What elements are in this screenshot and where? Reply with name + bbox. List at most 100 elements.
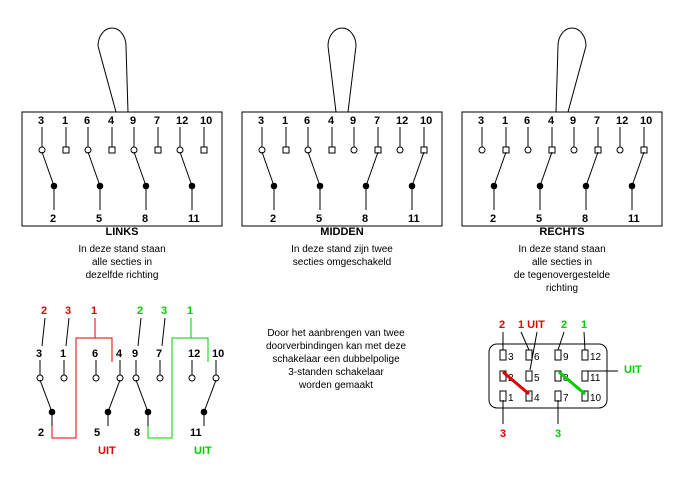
pin-socket — [581, 370, 589, 382]
position-title: MIDDEN — [320, 226, 363, 238]
pin-socket — [499, 349, 507, 361]
pin-label-top: 4 — [108, 115, 115, 127]
explanation-text: 3-standen schakelaar — [288, 367, 384, 378]
contact-blade — [107, 379, 121, 413]
pin-view-bottom-label: 3 — [500, 428, 506, 440]
pin-label-top: 1 — [282, 115, 288, 127]
pin-number: 6 — [534, 352, 540, 363]
contact-terminal — [350, 146, 358, 154]
pin-label-top: 6 — [304, 115, 310, 127]
pin-view-outline — [488, 343, 608, 409]
pin-label-top: 6 — [524, 115, 530, 127]
contact-blade — [365, 151, 379, 187]
contact-blade — [411, 151, 425, 187]
pin-label-top: 6 — [92, 348, 98, 360]
pin-label-bottom: 2 — [50, 213, 56, 225]
feed-line — [161, 317, 166, 347]
pin-label-top: 6 — [84, 115, 90, 127]
pin-label-top: 7 — [594, 115, 600, 127]
contact-terminal — [282, 146, 290, 154]
contact-terminal — [328, 146, 336, 154]
pin-label-top: 10 — [640, 115, 652, 127]
pin-number: 9 — [563, 352, 569, 363]
contact-terminal — [108, 146, 116, 154]
pin-number: 12 — [590, 352, 602, 363]
contact-terminal — [92, 374, 100, 382]
pin-number: 11 — [590, 373, 601, 384]
contact-blade — [493, 151, 507, 187]
contact-blade — [307, 151, 321, 187]
pin-label-top: 9 — [570, 115, 576, 127]
pin-label-top: 3 — [36, 348, 42, 360]
pin-label-bottom: 11 — [408, 213, 420, 225]
pin-view: 36912258111471021UIT21UIT33 — [488, 319, 642, 440]
jumper-red — [502, 370, 530, 396]
pin-label-top: 10 — [200, 115, 212, 127]
pin-label-top: 3 — [478, 115, 484, 127]
pin-socket — [525, 390, 533, 402]
pin-label-top: 7 — [374, 115, 380, 127]
toggle-lever — [97, 27, 129, 113]
contact-terminal — [62, 146, 70, 154]
position-title: LINKS — [106, 226, 139, 238]
jumper-wire — [51, 337, 113, 439]
pin-label-top: 12 — [616, 115, 628, 127]
contact-terminal — [396, 146, 404, 154]
contact-terminal — [200, 146, 208, 154]
pin-label-top: 4 — [548, 115, 555, 127]
pin-label-bottom: 11 — [628, 213, 640, 225]
position-description: dezelfde richting — [86, 270, 159, 281]
pin-number: 3 — [508, 352, 514, 363]
pin-view-top-label: 1 — [518, 319, 524, 331]
position-description: alle secties in — [92, 257, 152, 268]
pin-label-top: 3 — [258, 115, 264, 127]
out-label: UIT — [98, 445, 116, 457]
pin-label-top: 1 — [62, 115, 68, 127]
pin-label-bottom: 5 — [536, 213, 542, 225]
contact-terminal — [188, 374, 196, 382]
pin-label-bottom: 11 — [190, 427, 202, 439]
pin-view-top-label: 2 — [499, 319, 505, 331]
contact-terminal — [524, 146, 532, 154]
pin-number: 4 — [534, 393, 540, 404]
position-title: RECHTS — [539, 226, 584, 238]
position-description: alle secties in — [532, 257, 592, 268]
pin-view-top-label: 1 — [581, 319, 587, 331]
pin-label-top: 4 — [116, 348, 123, 360]
contact-blade — [261, 151, 275, 187]
explanation-text: Door het aanbrengen van twee — [267, 328, 405, 339]
switch-panel — [241, 111, 443, 227]
feed-line — [137, 317, 142, 347]
toggle-lever — [555, 27, 587, 113]
contact-blade — [41, 151, 55, 187]
position-description: secties omgeschakeld — [293, 257, 391, 268]
external-label: 2 — [41, 305, 47, 317]
feed-line — [65, 317, 70, 347]
pin-number: 10 — [590, 393, 602, 404]
pin-label-top: 12 — [188, 348, 200, 360]
pin-label-top: 3 — [38, 115, 44, 127]
explanation-text: doorverbindingen kan met deze — [266, 341, 407, 352]
toggle-lever — [327, 27, 357, 113]
explanation-text: worden gemaakt — [298, 380, 373, 391]
contact-terminal — [478, 146, 486, 154]
contact-blade — [133, 151, 147, 187]
pin-label-top: 9 — [132, 348, 138, 360]
pin-label-bottom: 8 — [362, 213, 368, 225]
pin-number: 7 — [563, 393, 569, 404]
pin-label-bottom: 8 — [134, 427, 140, 439]
pin-label-top: 4 — [328, 115, 335, 127]
contact-terminal — [154, 146, 162, 154]
pin-label-bottom: 2 — [270, 213, 276, 225]
pin-socket — [525, 370, 533, 382]
pin-label-top: 7 — [156, 348, 162, 360]
pin-label-bottom: 8 — [142, 213, 148, 225]
contact-blade — [539, 151, 553, 187]
pin-label-top: 1 — [60, 348, 66, 360]
contact-blade — [179, 151, 193, 187]
pin-socket — [581, 390, 589, 402]
pin-view-lead — [557, 331, 565, 351]
external-label: 1 — [187, 305, 193, 317]
